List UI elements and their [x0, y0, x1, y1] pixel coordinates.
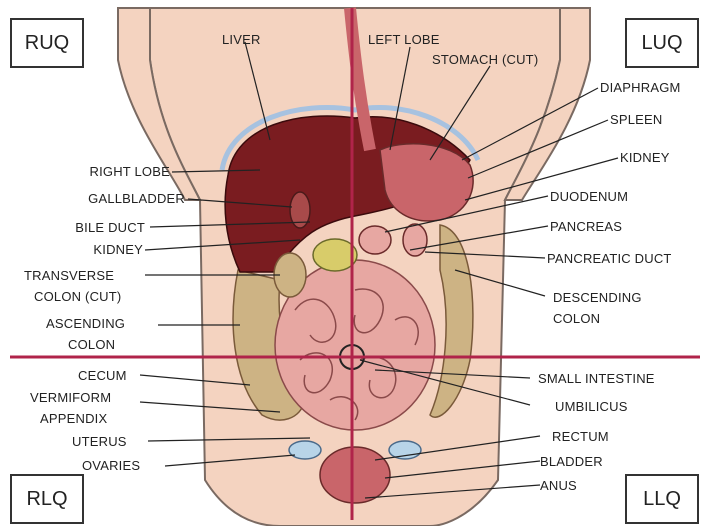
- duodenum: [359, 226, 391, 254]
- label-anus: ANUS: [540, 478, 577, 494]
- label-bile-duct: BILE DUCT: [75, 220, 145, 236]
- label-descending-colon-2: COLON: [553, 311, 600, 327]
- label-stomach: STOMACH (CUT): [432, 52, 538, 68]
- label-pancreatic-duct: PANCREATIC DUCT: [547, 251, 672, 267]
- label-transverse-colon-1: TRANSVERSE: [24, 268, 114, 284]
- label-uterus: UTERUS: [72, 434, 127, 450]
- label-vermiform-1: VERMIFORM: [30, 390, 111, 406]
- label-duodenum: DUODENUM: [550, 189, 628, 205]
- rlq-box: RLQ: [10, 474, 84, 524]
- label-gallbladder: GALLBLADDER: [88, 191, 185, 207]
- label-descending-colon-1: DESCENDING: [553, 290, 642, 306]
- label-ovaries: OVARIES: [82, 458, 140, 474]
- label-bladder: BLADDER: [540, 454, 603, 470]
- bladder: [320, 447, 390, 503]
- label-transverse-colon-2: COLON (CUT): [34, 289, 121, 305]
- label-ascending-colon-1: ASCENDING: [46, 316, 125, 332]
- label-cecum: CECUM: [78, 368, 127, 384]
- left-kidney: [403, 224, 427, 256]
- label-diaphragm: DIAPHRAGM: [600, 80, 681, 96]
- label-liver: LIVER: [222, 32, 261, 48]
- right-ovary: [289, 441, 321, 459]
- label-ascending-colon-2: COLON: [68, 337, 115, 353]
- label-kidney-left: KIDNEY: [620, 150, 670, 166]
- pancreas: [313, 239, 357, 271]
- label-pancreas: PANCREAS: [550, 219, 622, 235]
- label-spleen: SPLEEN: [610, 112, 663, 128]
- label-umbilicus: UMBILICUS: [555, 399, 628, 415]
- label-right-lobe: RIGHT LOBE: [89, 164, 170, 180]
- ruq-box: RUQ: [10, 18, 84, 68]
- llq-box: LLQ: [625, 474, 699, 524]
- label-rectum: RECTUM: [552, 429, 609, 445]
- label-small-intestine: SMALL INTESTINE: [538, 371, 655, 387]
- luq-box: LUQ: [625, 18, 699, 68]
- label-kidney-right: KIDNEY: [93, 242, 143, 258]
- label-left-lobe: LEFT LOBE: [368, 32, 440, 48]
- label-vermiform-2: APPENDIX: [40, 411, 107, 427]
- left-ovary: [389, 441, 421, 459]
